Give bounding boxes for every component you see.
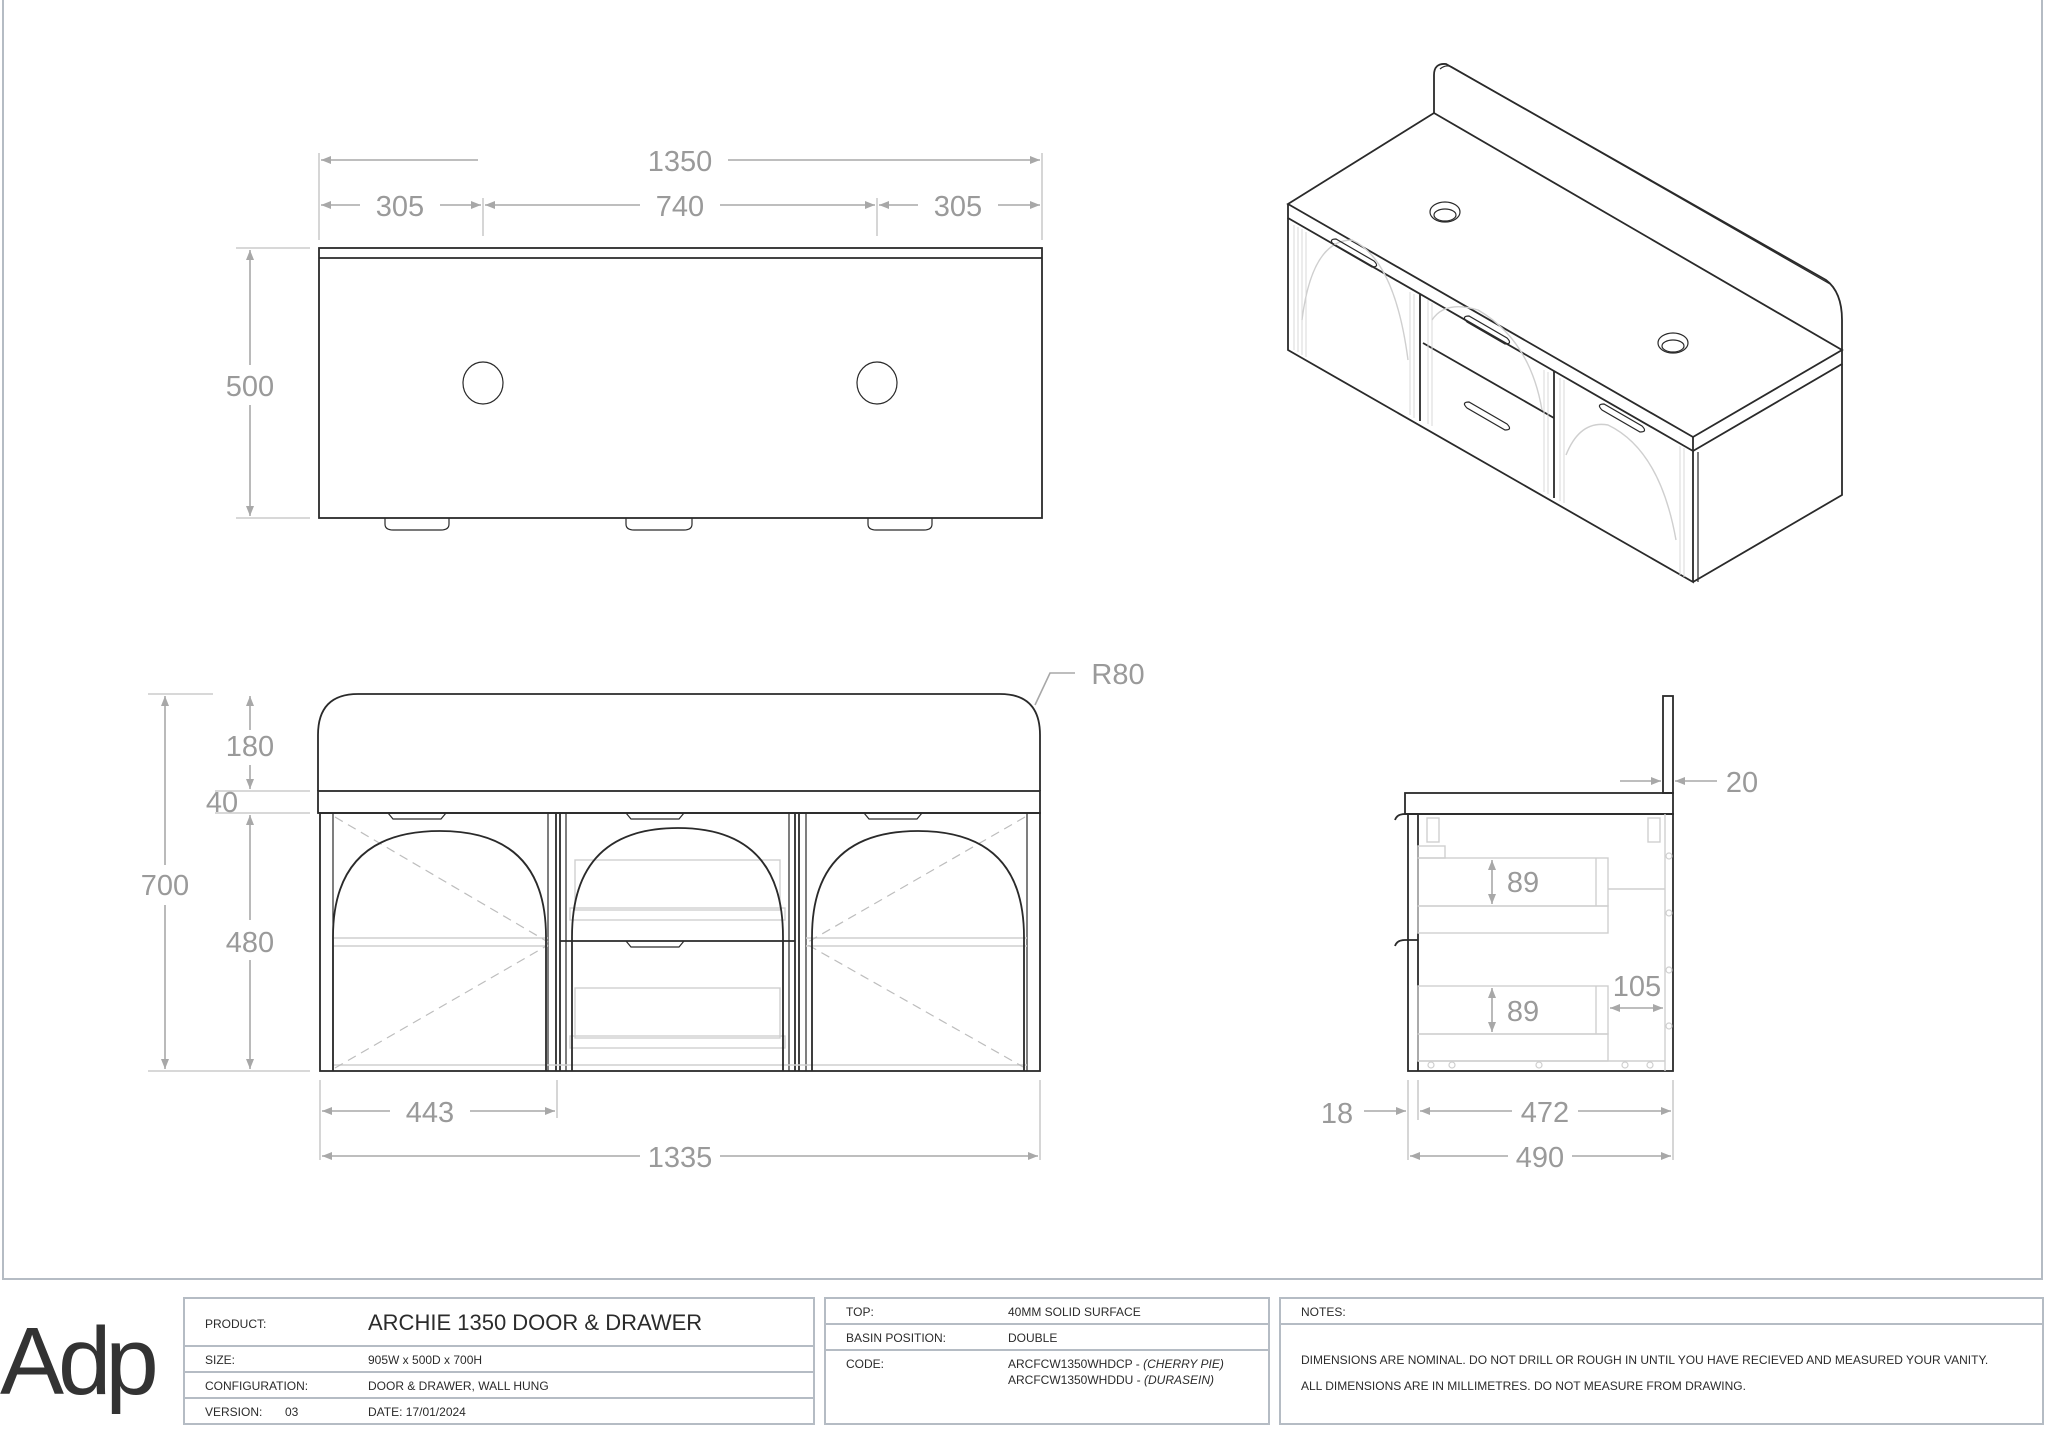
note-1: DIMENSIONS ARE NOMINAL. DO NOT DRILL OR … (1301, 1353, 1989, 1367)
notes-label: NOTES: (1301, 1305, 1346, 1319)
code-value-2: ARCFCW1350WHDDU - (DURASEIN) (1008, 1373, 1215, 1387)
dim-rear-clearance: 105 (1613, 971, 1661, 1003)
dim-right-offset: 305 (934, 191, 982, 223)
version-label: VERSION: (205, 1405, 263, 1419)
side-elevation: 20 89 89 105 18 472 490 (1321, 695, 1758, 1174)
basin-position-label: BASIN POSITION: (846, 1331, 947, 1345)
code-value-1: ARCFCW1350WHDCP - (CHERRY PIE) (1008, 1357, 1224, 1371)
notes-table: NOTES: DIMENSIONS ARE NOMINAL. DO NOT DR… (1279, 1297, 2044, 1425)
specification-table: TOP: 40MM SOLID SURFACE BASIN POSITION: … (824, 1297, 1270, 1425)
dim-door-thickness: 18 (1321, 1098, 1353, 1130)
code-row: CODE: ARCFCW1350WHDCP - (CHERRY PIE) ARC… (826, 1351, 1268, 1425)
dim-drawer-height-top: 89 (1507, 867, 1539, 899)
technical-drawing: 1350 305 740 305 500 (141, 63, 1844, 1174)
notes-body-row: DIMENSIONS ARE NOMINAL. DO NOT DRILL OR … (1281, 1325, 2042, 1425)
notes-header-row: NOTES: (1281, 1299, 2042, 1325)
product-row: PRODUCT: ARCHIE 1350 DOOR & DRAWER (185, 1299, 813, 1347)
dim-basin-spacing: 740 (656, 191, 704, 223)
dim-splashback-thickness: 20 (1726, 767, 1758, 799)
configuration-value: DOOR & DRAWER, WALL HUNG (368, 1379, 549, 1393)
radius-callout: R80 (1091, 659, 1144, 691)
configuration-row: CONFIGURATION: DOOR & DRAWER, WALL HUNG (185, 1373, 813, 1399)
plan-view: 1350 305 740 305 500 (226, 146, 1043, 531)
note-2: ALL DIMENSIONS ARE IN MILLIMETRES. DO NO… (1301, 1379, 1746, 1393)
configuration-label: CONFIGURATION: (205, 1379, 309, 1393)
dim-depth: 500 (226, 371, 274, 403)
dim-left-offset: 305 (376, 191, 424, 223)
size-row: SIZE: 905W x 500D x 700H (185, 1347, 813, 1373)
drawing-frame (2, 0, 2043, 1280)
dim-door-width: 443 (406, 1097, 454, 1129)
date-value: DATE: 17/01/2024 (368, 1405, 466, 1419)
product-value: ARCHIE 1350 DOOR & DRAWER (368, 1310, 703, 1335)
front-elevation: 700 180 40 480 443 1335 R80 (141, 659, 1145, 1174)
basin-position-value: DOUBLE (1008, 1331, 1058, 1345)
dim-drawer-height-bottom: 89 (1507, 996, 1539, 1028)
dim-splashback-height: 180 (226, 731, 274, 763)
company-logo: Adp (0, 1308, 159, 1415)
basin-position-row: BASIN POSITION: DOUBLE (826, 1325, 1268, 1351)
code-label: CODE: (846, 1357, 885, 1371)
version-row: VERSION: 03 DATE: 17/01/2024 (185, 1399, 813, 1425)
top-value: 40MM SOLID SURFACE (1008, 1305, 1141, 1319)
top-row: TOP: 40MM SOLID SURFACE (826, 1299, 1268, 1325)
dim-overall-depth: 490 (1516, 1142, 1564, 1174)
product-label: PRODUCT: (205, 1317, 267, 1331)
isometric-view (1286, 63, 1844, 584)
dim-cabinet-height: 480 (226, 927, 274, 959)
dim-cabinet-width: 1335 (648, 1142, 713, 1174)
dim-top-thickness: 40 (206, 787, 238, 819)
product-info-table: PRODUCT: ARCHIE 1350 DOOR & DRAWER SIZE:… (183, 1297, 815, 1425)
dim-overall-width: 1350 (648, 146, 713, 178)
size-label: SIZE: (205, 1353, 236, 1367)
dim-overall-height: 700 (141, 870, 189, 902)
version-value: 03 (285, 1405, 299, 1419)
size-value: 905W x 500D x 700H (368, 1353, 483, 1367)
dim-carcass-depth: 472 (1521, 1097, 1569, 1129)
top-label: TOP: (846, 1305, 874, 1319)
